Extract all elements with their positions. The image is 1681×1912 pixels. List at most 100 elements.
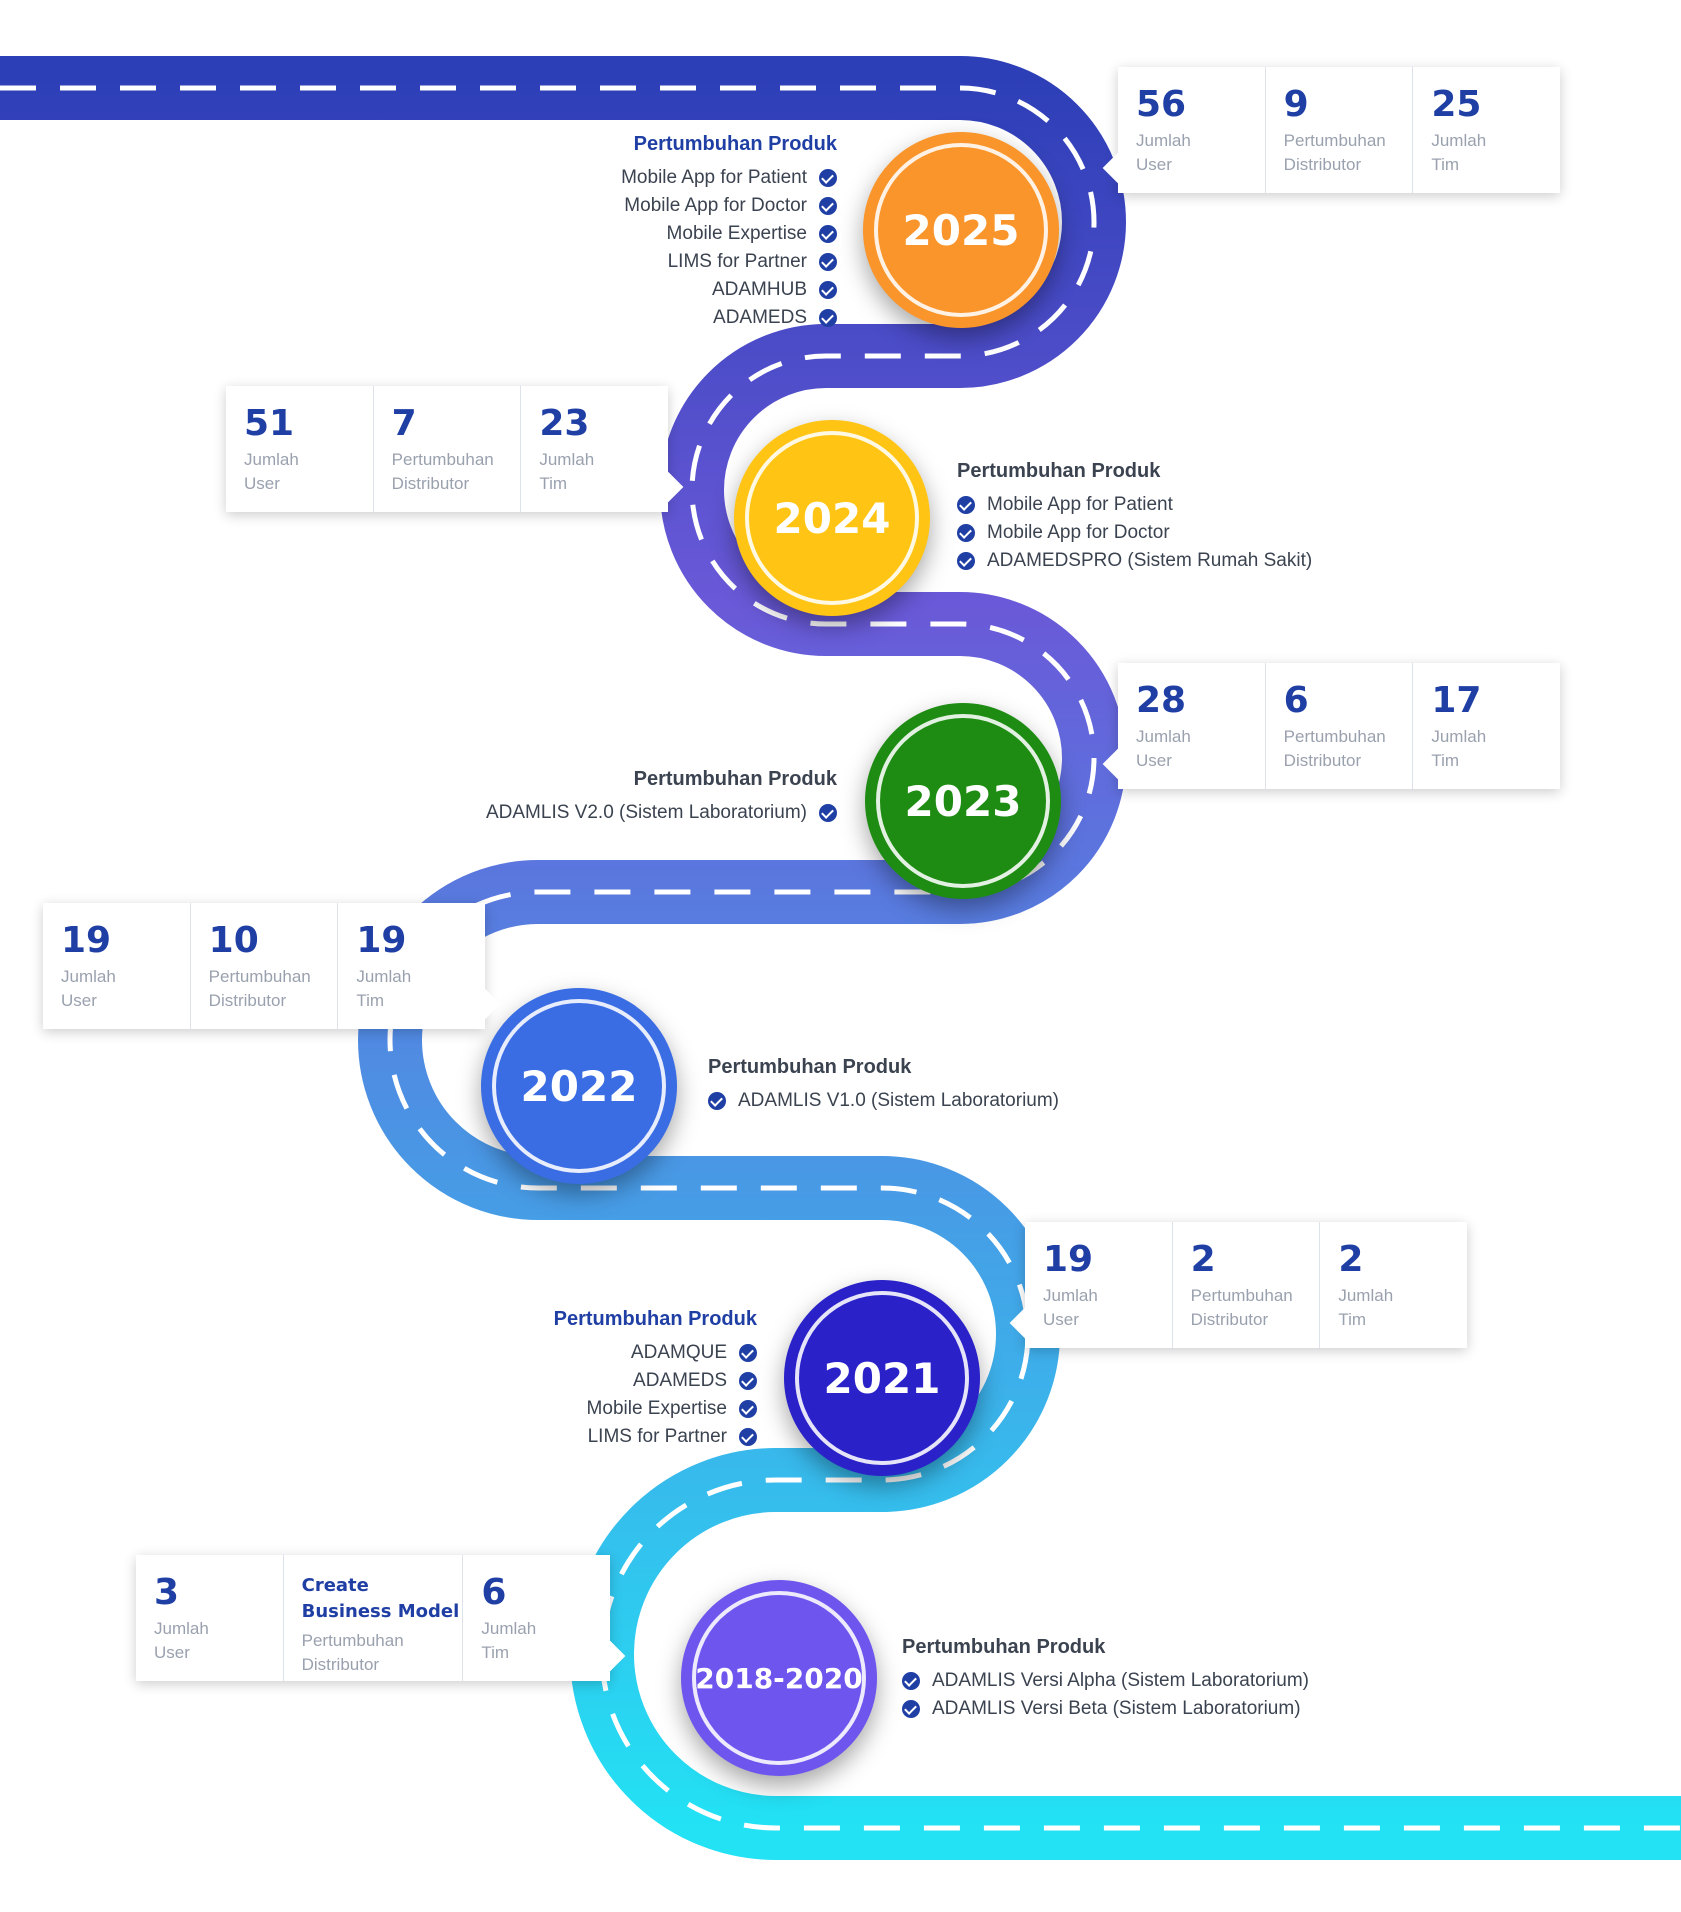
product-item: ADAMHUB (621, 276, 837, 304)
check-icon (739, 1344, 757, 1362)
stat-value: 28 (1136, 680, 1187, 721)
stat-value: 9 (1283, 84, 1309, 125)
milestone-year: 2022 (520, 1061, 638, 1111)
milestone-ring (745, 431, 919, 605)
product-item: ADAMEDS (554, 1367, 757, 1395)
stat-value: 6 (1283, 680, 1309, 721)
stat-value: 19 (356, 920, 407, 961)
stat-value: 7 (391, 403, 417, 444)
stat-value: Create Business Model (301, 1575, 460, 1622)
stat-label: Jumlah Tim (1431, 131, 1487, 174)
check-icon (902, 1700, 920, 1718)
stat-value: 51 (244, 403, 295, 444)
stat-label: Pertumbuhan Distributor (1283, 131, 1386, 174)
stat-label: Pertumbuhan Distributor (391, 450, 494, 493)
stat-label: Pertumbuhan Distributor (208, 967, 311, 1010)
stat-value: 2 (1338, 1239, 1364, 1280)
check-icon (819, 804, 837, 822)
road-lane-dashes (0, 85, 1681, 1831)
product-item: ADAMQUE (554, 1339, 757, 1367)
product-item: Mobile App for Patient (621, 164, 837, 192)
stat-value: 19 (1043, 1239, 1094, 1280)
product-item: Mobile App for Doctor (621, 192, 837, 220)
milestone-year: 2021 (823, 1353, 941, 1403)
stat-value: 23 (539, 403, 590, 444)
check-icon (708, 1092, 726, 1110)
product-list-2023: Pertumbuhan Produk ADAMLIS V2.0 (Sistem … (486, 768, 837, 827)
stat-label: Jumlah Tim (539, 450, 595, 493)
stat-label: Jumlah User (1136, 727, 1191, 770)
milestone-ring (876, 714, 1050, 888)
product-item: ADAMLIS V1.0 (Sistem Laboratorium) (708, 1087, 1059, 1115)
product-list-title: Pertumbuhan Produk (553, 1308, 757, 1330)
milestone-year: 2023 (904, 776, 1022, 826)
product-item: ADAMEDSPRO (Sistem Rumah Sakit) (957, 547, 1312, 575)
check-icon (819, 197, 837, 215)
product-item: ADAMEDS (621, 304, 837, 332)
stat-label: Jumlah User (1136, 131, 1191, 174)
stat-value: 25 (1431, 84, 1482, 125)
product-item: ADAMLIS Versi Beta (Sistem Laboratorium) (902, 1695, 1309, 1723)
check-icon (819, 253, 837, 271)
product-item: Mobile Expertise (554, 1395, 757, 1423)
product-list-title: Pertumbuhan Produk (633, 133, 837, 155)
milestone-2024: 2024 (734, 420, 930, 616)
product-item: ADAMLIS Versi Alpha (Sistem Laboratorium… (902, 1667, 1309, 1695)
check-icon (957, 496, 975, 514)
product-list-2021: Pertumbuhan Produk ADAMQUE ADAMEDS Mobil… (554, 1308, 757, 1451)
check-icon (957, 552, 975, 570)
product-list-title: Pertumbuhan Produk (957, 460, 1161, 482)
stat-label: Pertumbuhan Distributor (301, 1631, 404, 1674)
stat-label: Jumlah Tim (481, 1619, 537, 1662)
product-list-title: Pertumbuhan Produk (633, 768, 837, 790)
product-item: ADAMLIS V2.0 (Sistem Laboratorium) (486, 799, 837, 827)
stat-label: Jumlah User (61, 967, 116, 1010)
milestone-ring (874, 143, 1048, 317)
stat-label: Jumlah Tim (1338, 1286, 1394, 1329)
stat-label: Jumlah User (244, 450, 299, 493)
product-list-2025: Pertumbuhan Produk Mobile App for Patien… (621, 133, 837, 332)
product-list-2024: Pertumbuhan Produk Mobile App for Patien… (957, 460, 1312, 575)
stat-label: Jumlah User (154, 1619, 209, 1662)
check-icon (819, 169, 837, 187)
check-icon (902, 1672, 920, 1690)
check-icon (957, 524, 975, 542)
product-item: Mobile App for Doctor (957, 519, 1312, 547)
check-icon (739, 1400, 757, 1418)
check-icon (819, 309, 837, 327)
product-list-2018-2020: Pertumbuhan Produk ADAMLIS Versi Alpha (… (902, 1636, 1309, 1723)
check-icon (819, 225, 837, 243)
stat-value: 3 (154, 1572, 180, 1613)
milestone-year: 2024 (773, 493, 891, 543)
stat-label: Jumlah User (1043, 1286, 1098, 1329)
product-list-title: Pertumbuhan Produk (708, 1056, 912, 1078)
stat-label: Pertumbuhan Distributor (1283, 727, 1386, 770)
product-list-2022: Pertumbuhan Produk ADAMLIS V1.0 (Sistem … (708, 1056, 1059, 1115)
stat-label: Pertumbuhan Distributor (1190, 1286, 1293, 1329)
stat-label: Jumlah Tim (356, 967, 412, 1010)
milestone-year: 2018-2020 (695, 1661, 863, 1695)
product-item: Mobile App for Patient (957, 491, 1312, 519)
